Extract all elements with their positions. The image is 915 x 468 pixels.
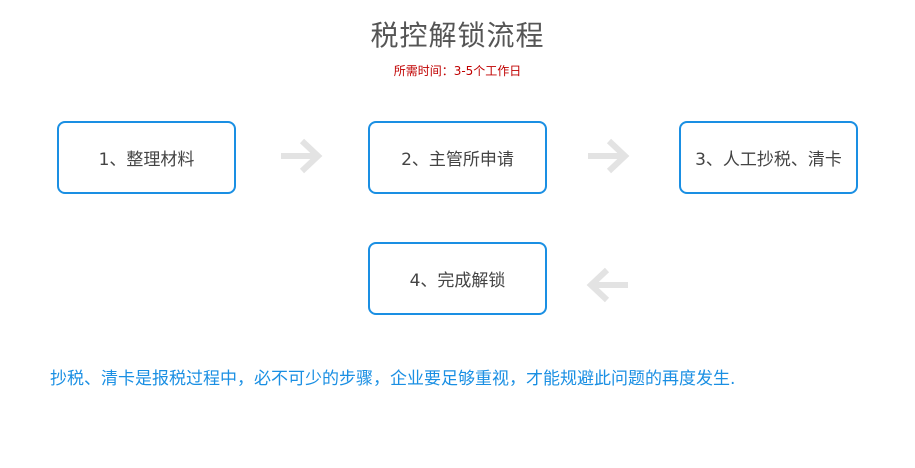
page-title: 税控解锁流程 — [370, 19, 545, 52]
arrow-left-icon — [586, 267, 628, 303]
step-box-supervisor-application: 2、主管所申请 — [368, 121, 547, 194]
step-box-manual-tax-copy-clear-card: 3、人工抄税、清卡 — [679, 121, 858, 194]
step-box-unlock-complete: 4、完成解锁 — [368, 242, 547, 315]
step-label: 2、主管所申请 — [401, 150, 514, 170]
footer-note: 抄税、清卡是报税过程中，必不可少的步骤，企业要足够重视，才能规避此问题的再度发生… — [50, 369, 736, 389]
duration-subtitle: 所需时间：3-5个工作日 — [393, 64, 522, 78]
step-box-organize-materials: 1、整理材料 — [57, 121, 236, 194]
arrow-right-icon — [281, 138, 323, 174]
step-label: 4、完成解锁 — [409, 271, 506, 291]
step-label: 3、人工抄税、清卡 — [695, 150, 842, 170]
step-label: 1、整理材料 — [98, 150, 195, 170]
arrow-right-icon — [588, 138, 630, 174]
